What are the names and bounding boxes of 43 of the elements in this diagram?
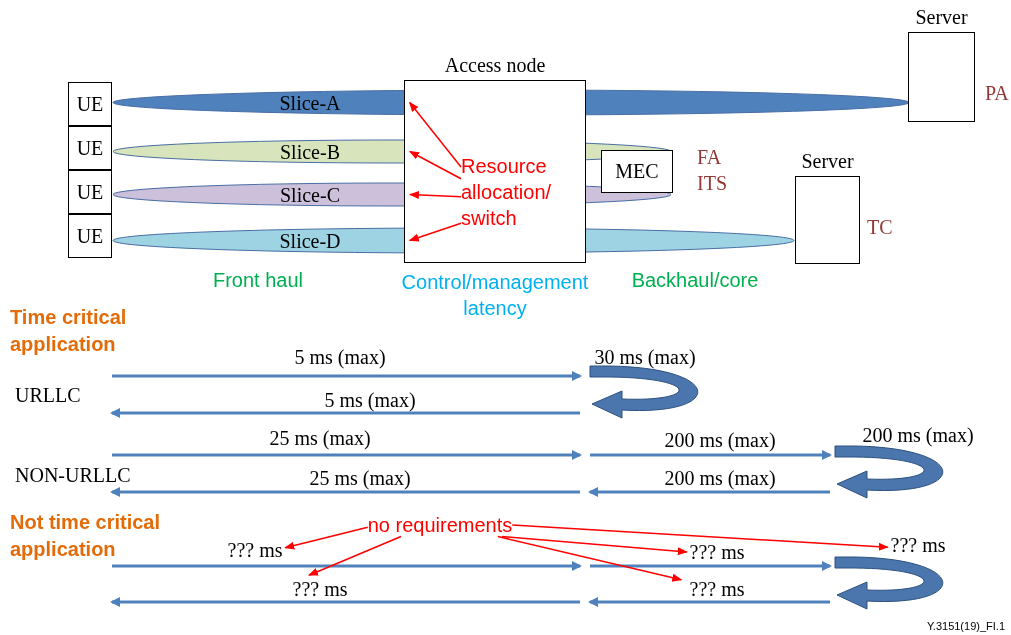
leader-arrow <box>501 535 688 556</box>
figure-id: Y.3151(19)_FI.1 <box>926 620 1005 632</box>
ue-box: UE <box>68 214 112 258</box>
side-label: TC <box>867 216 893 239</box>
latency-label: 25 ms (max) <box>269 426 371 450</box>
side-label: FA <box>697 146 722 169</box>
latency-value: ??? ms <box>292 577 348 601</box>
leader-arrow <box>511 524 889 551</box>
segment-label: Backhaul/core <box>631 268 759 292</box>
ue-box: UE <box>68 82 112 126</box>
leader-arrow <box>308 535 402 576</box>
latency-value: ??? ms <box>689 577 745 601</box>
segment-label: Front haul <box>212 268 304 292</box>
latency-label: URLLC <box>15 383 81 407</box>
ue-box: UE <box>68 170 112 214</box>
category-heading: Time critical application <box>10 305 128 357</box>
node-heading: Server <box>915 6 968 29</box>
latency-label: 5 ms (max) <box>324 388 416 412</box>
latency-value: ??? ms <box>689 540 745 564</box>
latency-label: 25 ms (max) <box>309 466 411 490</box>
side-label: ITS <box>697 172 727 195</box>
category-heading: Not time critical application <box>10 510 162 562</box>
leader-arrow <box>284 526 369 550</box>
leader-arrow <box>408 222 462 242</box>
annotation-text: no requirements <box>367 513 513 537</box>
latency-value: ??? ms <box>227 538 283 562</box>
latency-label: 200 ms (max) <box>664 466 776 490</box>
leader-arrow <box>408 101 462 168</box>
leader-arrow <box>408 190 462 199</box>
side-label: PA <box>985 82 1009 105</box>
latency-label: 200 ms (max) <box>862 423 974 447</box>
latency-value: ??? ms <box>890 533 946 557</box>
segment-label: Control/management latency <box>400 270 590 321</box>
latency-label: 30 ms (max) <box>594 345 696 369</box>
ue-box: UE <box>68 126 112 170</box>
leader-arrow <box>409 150 462 180</box>
mec-box: MEC <box>601 150 673 193</box>
node-heading: Server <box>801 150 854 173</box>
latency-label: 5 ms (max) <box>294 345 386 369</box>
latency-label: NON-URLLC <box>15 463 131 487</box>
leader-arrow <box>497 535 683 582</box>
node-heading: Access node <box>444 54 546 77</box>
latency-label: 200 ms (max) <box>664 428 776 452</box>
